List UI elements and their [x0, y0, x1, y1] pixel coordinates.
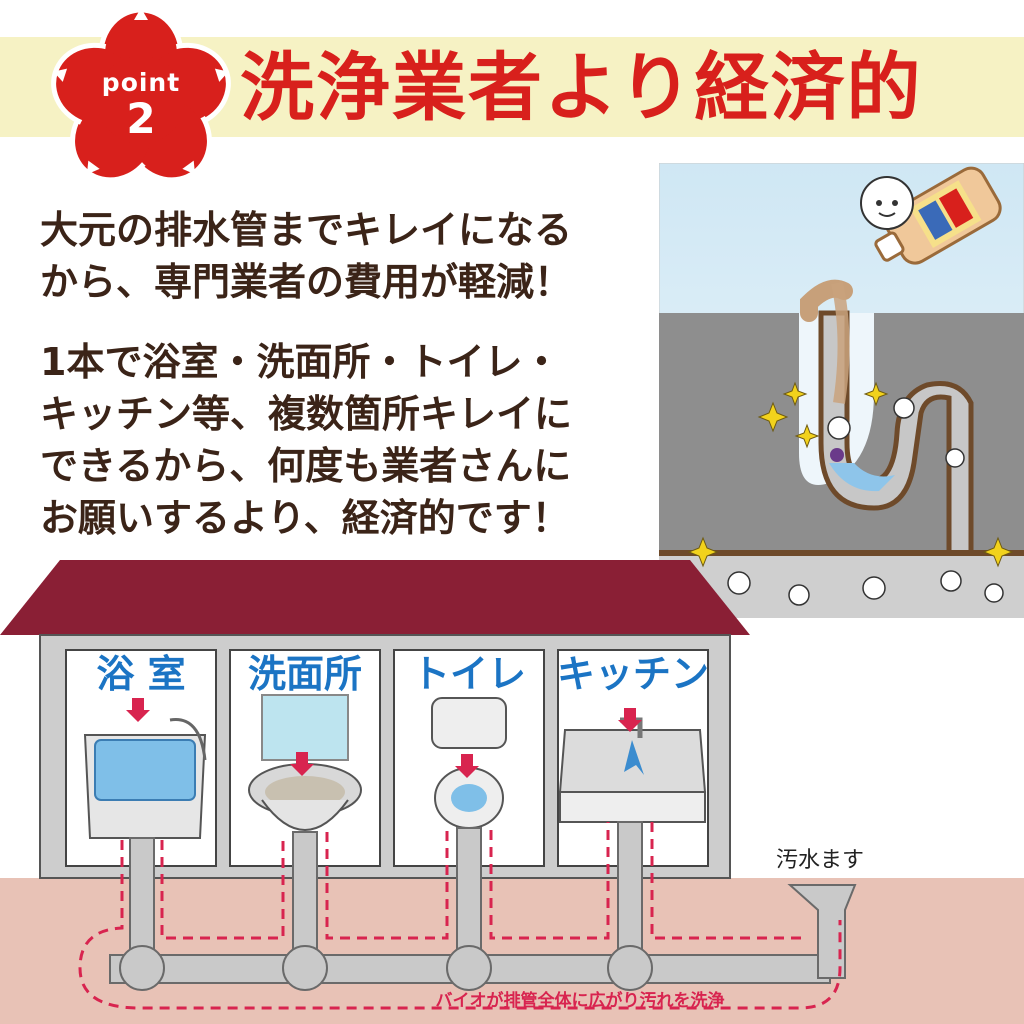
room-label-washroom: 洗面所	[247, 652, 362, 696]
badge-word: point	[101, 68, 181, 97]
room-label-bath: 浴 室	[96, 652, 186, 696]
paragraph-1: 大元の排水管までキレイになる から、専門業者の費用が軽減！	[40, 204, 655, 308]
bathtub-icon	[83, 718, 207, 839]
drain-pipe-illustration	[659, 163, 1024, 618]
paragraph-2-line: できるから、何度も業者さんに	[40, 444, 572, 488]
paragraph-2-line: お願いするより、経済的です！	[40, 496, 570, 540]
sakura-badge-icon	[51, 7, 231, 183]
paragraph-1-line: から、専門業者の費用が軽減！	[40, 260, 573, 304]
sewer-basin-label: 汚水ます	[776, 848, 865, 873]
paragraph-2-line: 1本で浴室・洗面所・トイレ・	[40, 340, 561, 384]
paragraph-2-line: キッチン等、複数箇所キレイに	[40, 392, 573, 436]
room-label-toilet: トイレ	[411, 652, 526, 696]
house-plumbing-scene	[0, 560, 1024, 1024]
pipe-caption: バイオが排管全体に広がり汚れを洗浄	[435, 991, 725, 1011]
point-badge: point 2	[50, 7, 232, 184]
washbasin-icon	[248, 694, 362, 831]
paragraph-1-line: 大元の排水管までキレイになる	[40, 208, 573, 252]
kitchen-sink-icon	[558, 717, 707, 823]
badge-number: 2	[126, 94, 156, 143]
paragraph-2: 1本で浴室・洗面所・トイレ・ キッチン等、複数箇所キレイに できるから、何度も業…	[40, 336, 655, 544]
toilet-icon	[431, 697, 507, 829]
room-label-kitchen: キッチン	[556, 652, 709, 696]
headline: 洗浄業者より経済的	[240, 45, 923, 131]
